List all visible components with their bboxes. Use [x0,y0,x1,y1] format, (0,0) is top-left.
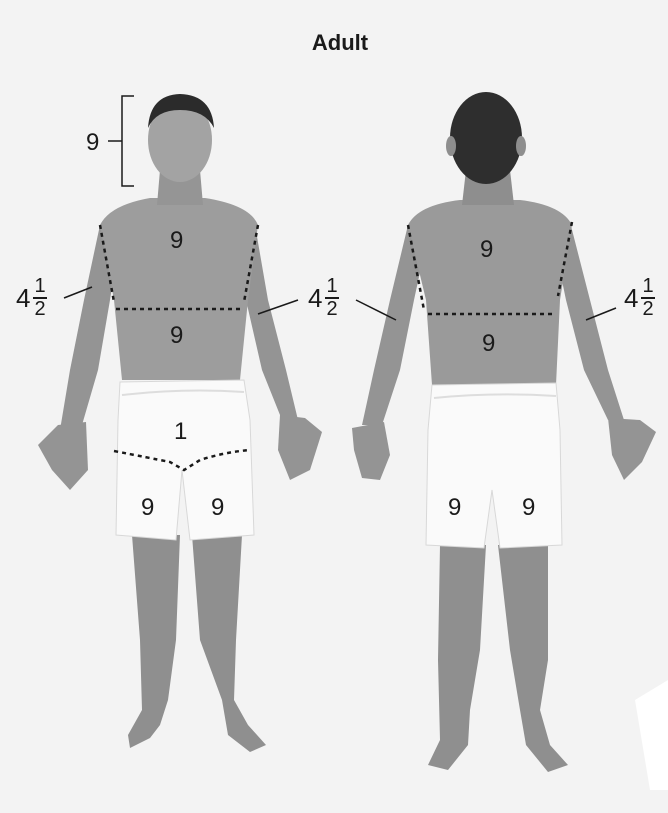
front-right-leg [192,535,266,752]
back-left-thigh-label: 9 [448,496,461,520]
back-left-hand [352,422,390,480]
front-right-hand [38,422,88,490]
figure-title: Adult [0,30,668,56]
back-right-hand [608,418,656,480]
back-figure [352,92,656,772]
front-left-thigh-label: 9 [211,496,224,520]
front-chest-label: 9 [170,229,183,253]
front-head-bracket [108,96,134,186]
back-shorts [426,383,562,548]
back-left-leg [428,545,486,770]
front-torso [100,198,258,380]
back-right-leg [498,545,568,772]
front-left-hand [278,415,322,480]
front-shorts [116,380,254,540]
corner-watermark [635,680,668,790]
back-lower-label: 9 [482,332,495,356]
front-left-leg [128,535,180,748]
front-right-thigh-label: 9 [141,496,154,520]
back-torso [408,200,572,385]
front-abdomen-label: 9 [170,324,183,348]
back-head [450,92,522,184]
front-head-label: 9 [86,131,99,155]
back-upper-label: 9 [480,238,493,262]
front-groin-label: 1 [174,420,187,444]
back-right-thigh-label: 9 [522,496,535,520]
